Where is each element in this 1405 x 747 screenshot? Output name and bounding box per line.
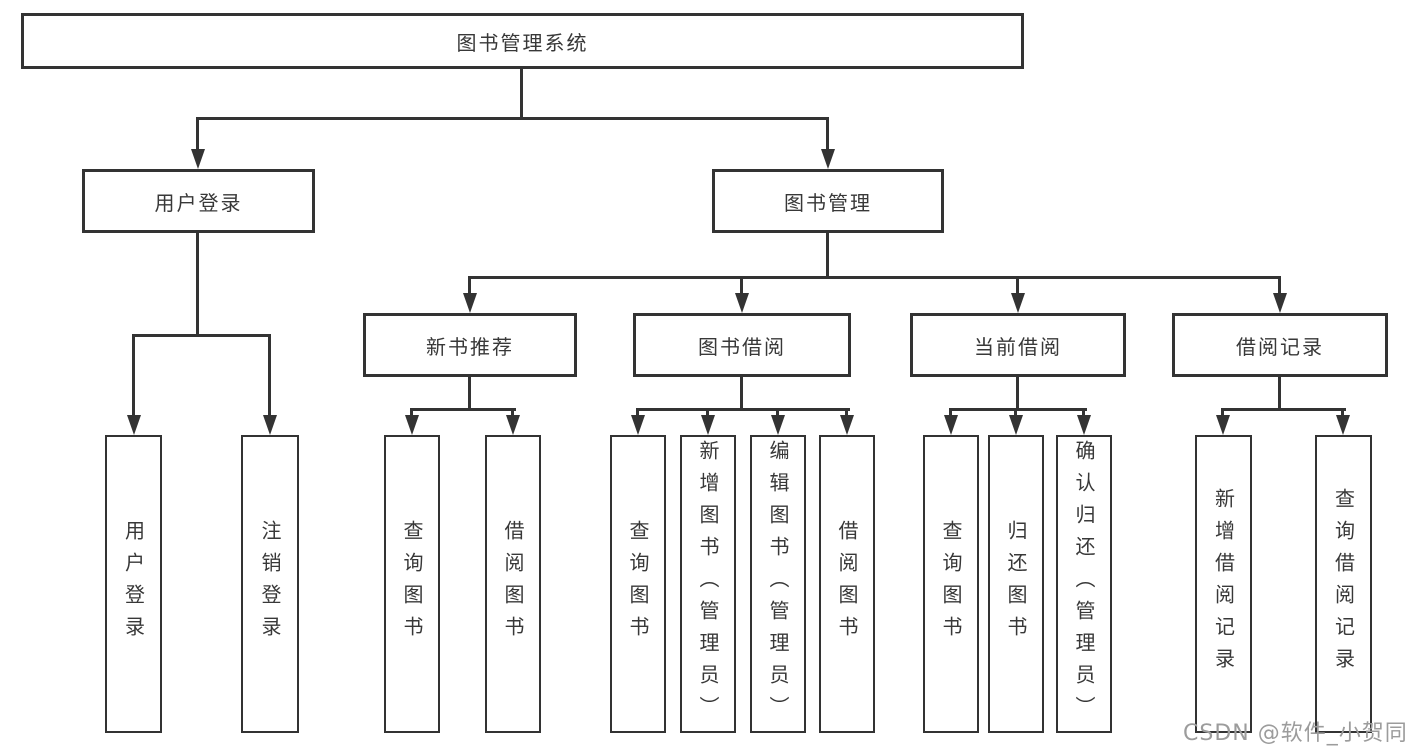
node-label: 当前借阅 <box>974 334 1062 359</box>
arrow-down-icon <box>1009 415 1023 435</box>
leaf-label: 新增借阅记录 <box>1211 488 1236 680</box>
leaf-borrow-books-recommend: 借阅图书 <box>485 435 541 733</box>
arrow-down-icon <box>701 415 715 435</box>
leaf-label: 编辑图书（管理员） <box>766 440 790 728</box>
connector-line <box>1221 408 1224 417</box>
leaf-label: 借阅图书 <box>501 520 525 648</box>
arrow-down-icon <box>127 415 141 435</box>
connector-line <box>1278 377 1281 411</box>
arrow-down-icon <box>944 415 958 435</box>
arrow-down-icon <box>631 415 645 435</box>
connector-line <box>776 408 779 417</box>
leaf-confirm-return-admin: 确认归还（管理员） <box>1056 435 1112 733</box>
leaf-edit-books-admin: 编辑图书（管理员） <box>750 435 806 733</box>
leaf-return-books: 归还图书 <box>988 435 1044 733</box>
node-label: 新书推荐 <box>426 334 514 359</box>
leaf-add-borrow-record: 新增借阅记录 <box>1195 435 1252 733</box>
node-user-login: 用户登录 <box>82 169 315 233</box>
connector-line <box>740 276 743 297</box>
node-new-book-recommendation: 新书推荐 <box>363 313 577 377</box>
connector-line <box>196 117 829 120</box>
arrow-down-icon <box>463 293 477 313</box>
connector-line <box>511 408 514 417</box>
connector-line <box>1016 377 1019 411</box>
leaf-query-books-borrowing: 查询图书 <box>610 435 666 733</box>
arrow-down-icon <box>735 293 749 313</box>
node-current-borrowing: 当前借阅 <box>910 313 1126 377</box>
leaf-label: 确认归还（管理员） <box>1072 440 1096 728</box>
connector-line <box>636 408 850 411</box>
arrow-down-icon <box>191 149 205 169</box>
leaf-label: 查询图书 <box>626 520 650 648</box>
connector-line <box>1221 408 1346 411</box>
connector-line <box>468 276 1281 279</box>
arrow-down-icon <box>1077 415 1091 435</box>
connector-line <box>196 117 199 153</box>
leaf-label: 注销登录 <box>258 520 282 648</box>
arrow-down-icon <box>1336 415 1350 435</box>
leaf-user-login: 用户登录 <box>105 435 162 733</box>
connector-line <box>845 408 848 417</box>
leaf-logout: 注销登录 <box>241 435 299 733</box>
node-borrowing-records: 借阅记录 <box>1172 313 1388 377</box>
node-label: 图书借阅 <box>698 334 786 359</box>
connector-line <box>949 408 1087 411</box>
leaf-borrow-books-borrowing: 借阅图书 <box>819 435 875 733</box>
leaf-add-books-admin: 新增图书（管理员） <box>680 435 736 733</box>
node-label: 图书管理系统 <box>456 30 589 55</box>
leaf-label: 查询借阅记录 <box>1331 488 1356 680</box>
arrow-down-icon <box>263 415 277 435</box>
arrow-down-icon <box>771 415 785 435</box>
leaf-query-books-recommend: 查询图书 <box>384 435 440 733</box>
node-label: 借阅记录 <box>1236 334 1324 359</box>
connector-line <box>1014 408 1017 417</box>
node-label: 图书管理 <box>784 190 872 215</box>
connector-line <box>132 334 135 417</box>
connector-line <box>1278 276 1281 297</box>
leaf-query-books-current: 查询图书 <box>923 435 979 733</box>
connector-line <box>196 233 199 337</box>
connector-line <box>826 233 829 279</box>
leaf-label: 查询图书 <box>400 520 424 648</box>
connector-line <box>949 408 952 417</box>
arrow-down-icon <box>1273 293 1287 313</box>
leaf-label: 查询图书 <box>939 520 963 648</box>
csdn-watermark: CSDN @软件_小贺同学 <box>1183 721 1405 746</box>
connector-line <box>410 408 413 417</box>
arrow-down-icon <box>821 149 835 169</box>
connector-line <box>410 408 516 411</box>
leaf-label: 借阅图书 <box>835 520 859 648</box>
connector-line <box>520 69 523 118</box>
connector-line <box>826 117 829 153</box>
leaf-label: 归还图书 <box>1004 520 1028 648</box>
arrow-down-icon <box>1216 415 1230 435</box>
connector-line <box>1082 408 1085 417</box>
connector-line <box>468 276 471 297</box>
arrow-down-icon <box>405 415 419 435</box>
connector-line <box>132 334 271 337</box>
node-library-management-system: 图书管理系统 <box>21 13 1024 69</box>
connector-line <box>1341 408 1344 417</box>
connector-line <box>1016 276 1019 297</box>
connector-line <box>268 334 271 417</box>
leaf-query-borrow-record: 查询借阅记录 <box>1315 435 1372 733</box>
connector-line <box>740 377 743 411</box>
connector-line <box>636 408 639 417</box>
arrow-down-icon <box>1011 293 1025 313</box>
node-label: 用户登录 <box>154 190 243 215</box>
connector-line <box>706 408 709 417</box>
node-book-borrowing: 图书借阅 <box>633 313 851 377</box>
leaf-label: 用户登录 <box>121 520 146 648</box>
connector-line <box>468 377 471 411</box>
arrow-down-icon <box>506 415 520 435</box>
arrow-down-icon <box>840 415 854 435</box>
leaf-label: 新增图书（管理员） <box>696 440 720 728</box>
node-book-management: 图书管理 <box>712 169 944 233</box>
